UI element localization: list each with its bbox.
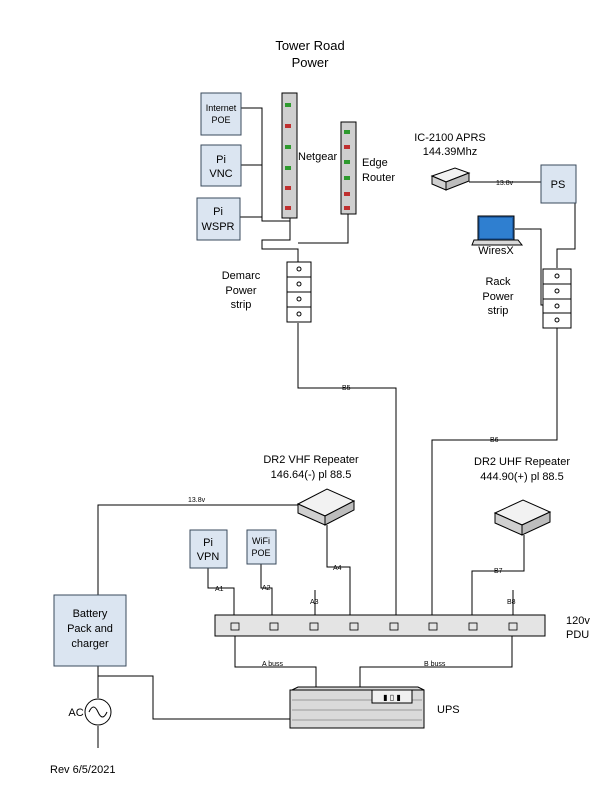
netgear-switch: Netgear: [281, 92, 337, 219]
pi-vpn-label-1: Pi: [203, 537, 213, 549]
edge-router-label-2: Router: [362, 172, 395, 184]
uhf-label-1: DR2 UHF Repeater: [474, 456, 570, 468]
wire-label-b7: B7: [494, 568, 503, 575]
wifi-poe-label-1: WiFi: [252, 536, 270, 546]
pi-wspr-label-2: WSPR: [202, 221, 235, 233]
edge-router-label-1: Edge: [362, 157, 388, 169]
ps-box: PS: [540, 164, 577, 204]
uhf-repeater: DR2 UHF Repeater 444.90(+) pl 88.5: [474, 456, 570, 536]
wire-label-b-buss: B buss: [424, 661, 446, 668]
wire-label-a-buss: A buss: [262, 661, 284, 668]
ic2100-label-1: IC-2100 APRS: [414, 132, 486, 144]
vhf-label-2: 146.64(-) pl 88.5: [271, 469, 352, 481]
wire-label-b5: B5: [342, 385, 351, 392]
wire-label-a1: A1: [215, 586, 224, 593]
battery-label-1: Battery: [73, 608, 108, 620]
pdu-label-1: 120v: [566, 615, 590, 627]
wiresx-computer: WiresX: [471, 215, 524, 257]
wire-label-b8: B8: [507, 599, 516, 606]
ac-source-icon: AC: [68, 698, 112, 726]
internet-poe-box: Internet POE: [200, 92, 242, 136]
wire-label-a2: A2: [262, 585, 271, 592]
edge-router: Edge Router: [340, 121, 395, 215]
diagram-title-line2: Power: [292, 55, 330, 70]
demarc-label-2: Power: [225, 285, 257, 297]
wire-label-a3: A3: [310, 599, 319, 606]
netgear-ports: [285, 103, 291, 210]
pi-wspr-box: Pi WSPR: [196, 197, 241, 241]
revision-label: Rev 6/5/2021: [50, 764, 115, 776]
diagram-title-line1: Tower Road: [275, 38, 344, 53]
pdu-label-2: PDU: [566, 629, 589, 641]
vhf-label-1: DR2 VHF Repeater: [263, 454, 359, 466]
internet-poe-label-1: Internet: [206, 103, 237, 113]
demarc-power-strip: Demarc Power strip: [222, 261, 312, 323]
battery-label-3: charger: [71, 638, 109, 650]
wifi-poe-box: WiFi POE: [246, 529, 277, 565]
vhf-repeater: DR2 VHF Repeater 146.64(-) pl 88.5: [263, 454, 359, 526]
edge-router-ports: [344, 130, 350, 210]
demarc-label-3: strip: [231, 299, 252, 311]
wire-label-13-8v-left: 13.8v: [188, 497, 206, 504]
demarc-label-1: Demarc: [222, 270, 261, 282]
ups-label: UPS: [437, 704, 460, 716]
rack-power-strip: Rack Power strip: [482, 268, 572, 329]
wire-label-b6: B6: [490, 437, 499, 444]
pdu-outlets: [230, 622, 518, 631]
pi-vnc-label-1: Pi: [216, 154, 226, 166]
internet-poe-label-2: POE: [211, 115, 230, 125]
netgear-label: Netgear: [298, 151, 337, 163]
ic2100-aprs-radio: IC-2100 APRS 144.39Mhz: [414, 132, 486, 191]
pdu: 120v PDU: [214, 614, 590, 641]
rack-label-1: Rack: [485, 276, 511, 288]
ups: ▮ ▯ ▮ UPS: [289, 686, 460, 729]
ic2100-label-2: 144.39Mhz: [423, 146, 477, 158]
pi-wspr-label-1: Pi: [213, 206, 223, 218]
wifi-poe-label-2: POE: [251, 548, 270, 558]
pi-vpn-label-2: VPN: [197, 551, 220, 563]
ac-label: AC: [68, 707, 83, 719]
battery-label-2: Pack and: [67, 623, 113, 635]
ups-panel-glyphs: ▮ ▯ ▮: [383, 693, 401, 702]
pi-vpn-box: Pi VPN: [189, 529, 228, 569]
wires: [97, 107, 576, 748]
uhf-label-2: 444.90(+) pl 88.5: [480, 471, 563, 483]
wire-label-13-8v-top: 13.8v: [496, 180, 514, 187]
rack-label-3: strip: [488, 305, 509, 317]
rack-label-2: Power: [482, 291, 514, 303]
pi-vnc-label-2: VNC: [209, 168, 232, 180]
ps-label: PS: [551, 179, 566, 191]
battery-pack-box: Battery Pack and charger: [53, 594, 127, 667]
pi-vnc-box: Pi VNC: [200, 144, 242, 187]
wire-label-a4: A4: [333, 565, 342, 572]
wiresx-label: WiresX: [478, 245, 514, 257]
